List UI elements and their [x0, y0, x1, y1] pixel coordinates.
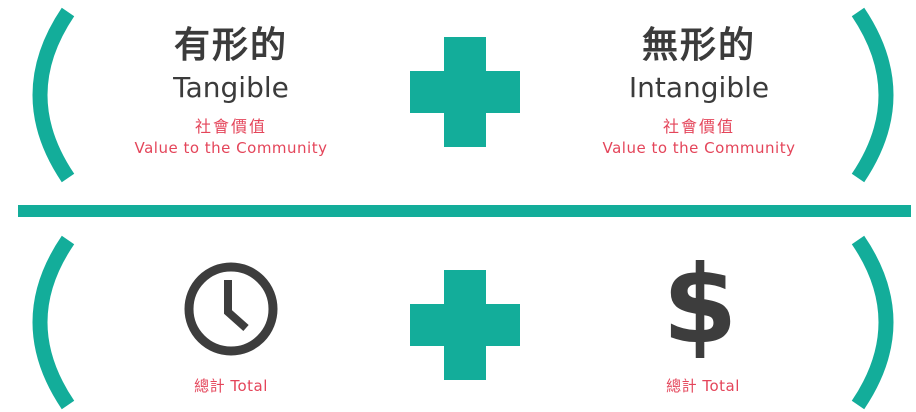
tangible-column: 有形的 Tangible 社會價值 Value to the Community — [91, 24, 371, 158]
tangible-en-subtitle: Value to the Community — [134, 139, 328, 157]
money-total-label: 總計 Total — [666, 377, 740, 395]
bottom-right-paren — [851, 235, 894, 410]
top-left-paren — [32, 7, 75, 183]
tangible-en-title: Tangible — [173, 71, 289, 104]
tangible-zh-subtitle: 社會價值 — [194, 117, 267, 136]
divider-bar — [18, 205, 911, 217]
top-plus-icon — [410, 37, 520, 147]
clock-icon — [184, 262, 278, 356]
intangible-en-subtitle: Value to the Community — [602, 139, 796, 157]
tangible-zh-title: 有形的 — [173, 25, 288, 66]
intangible-zh-title: 無形的 — [641, 25, 756, 66]
bottom-left-paren — [32, 235, 75, 410]
intangible-en-title: Intangible — [628, 71, 770, 104]
bottom-plus-icon — [410, 270, 520, 380]
time-total-label: 總計 Total — [194, 377, 268, 395]
intangible-zh-subtitle: 社會價值 — [662, 117, 735, 136]
top-right-paren — [851, 7, 894, 183]
dollar-sign-icon: $ — [662, 243, 738, 368]
intangible-column: 無形的 Intangible 社會價值 Value to the Communi… — [559, 24, 839, 158]
